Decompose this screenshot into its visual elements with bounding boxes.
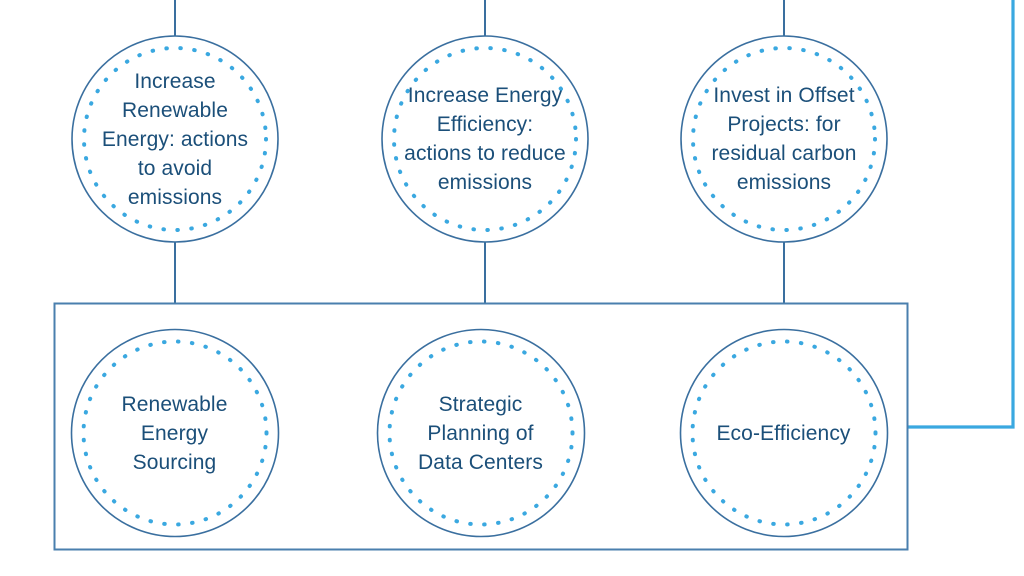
dotted-ring-renewable-energy-sourcing: [81, 339, 269, 527]
circle-outline-eco-efficiency[interactable]: [679, 328, 889, 538]
right-branch-connector: [907, 0, 1015, 429]
circle-outline-increase-energy-efficiency[interactable]: [381, 35, 589, 243]
circle-outline-increase-renewable-energy[interactable]: [71, 35, 279, 243]
dotted-ring-increase-energy-efficiency: [392, 46, 578, 232]
action-group-box: [53, 302, 909, 551]
circle-outline-invest-in-offset-projects[interactable]: [680, 35, 888, 243]
circle-outline-renewable-energy-sourcing[interactable]: [70, 328, 280, 538]
circle-outline-strategic-planning-of-data-centers[interactable]: [376, 328, 586, 538]
dotted-ring-eco-efficiency: [690, 339, 878, 527]
dotted-ring-invest-in-offset-projects: [691, 46, 877, 232]
dotted-ring-strategic-planning-of-data-centers: [387, 339, 575, 527]
dotted-ring-increase-renewable-energy: [82, 46, 268, 232]
